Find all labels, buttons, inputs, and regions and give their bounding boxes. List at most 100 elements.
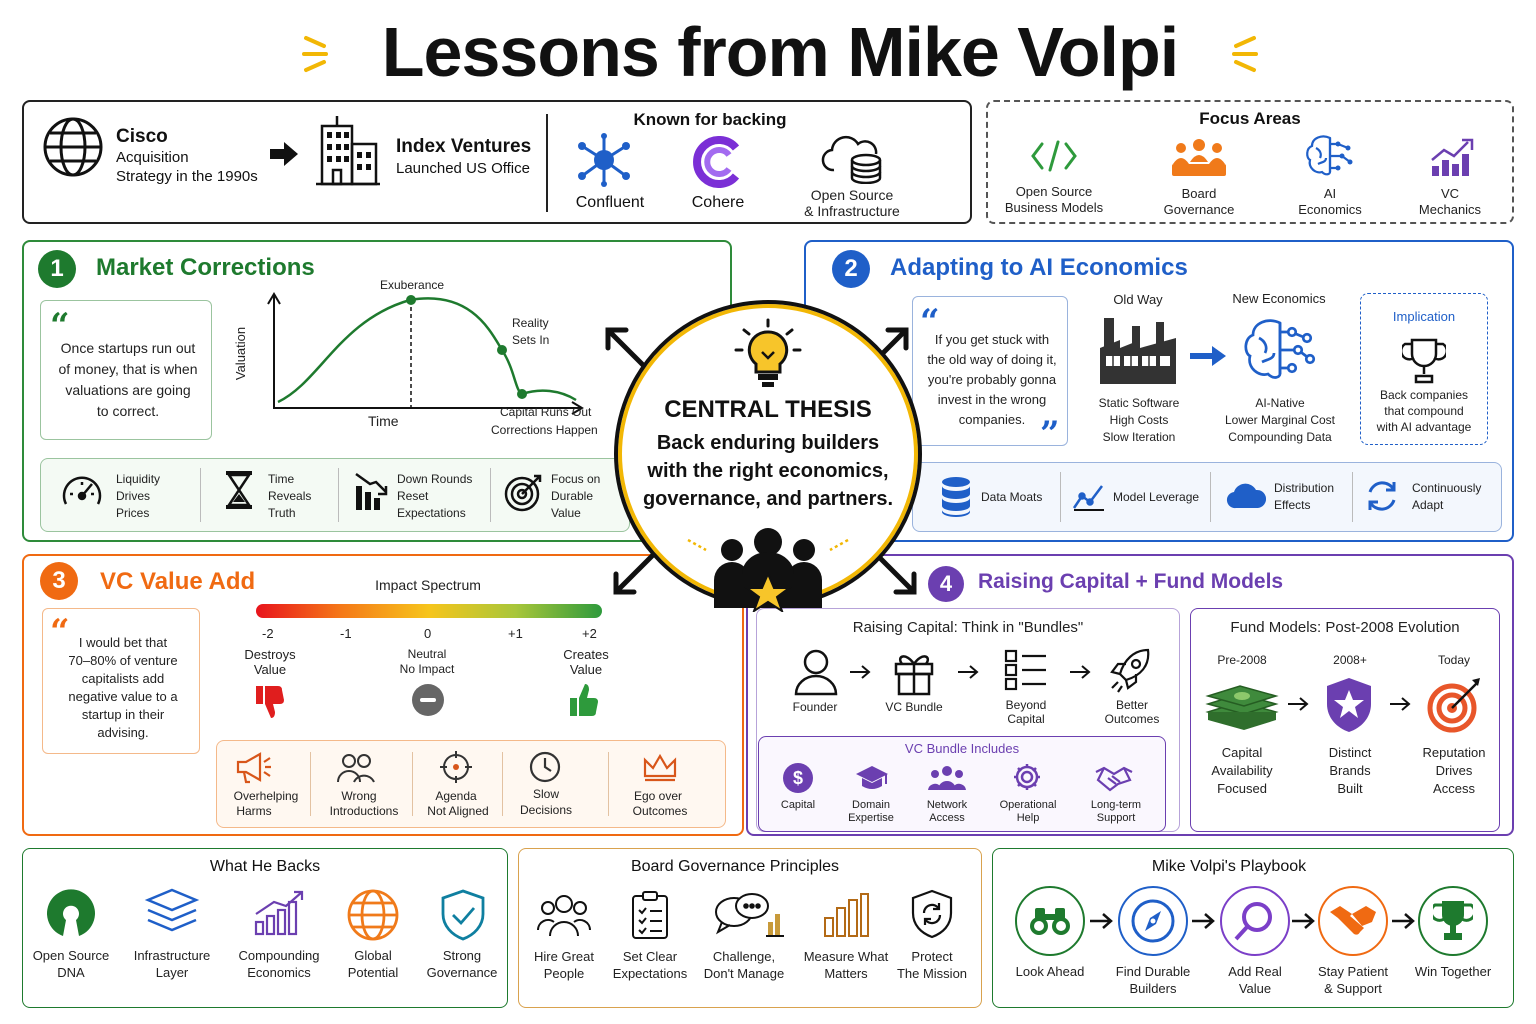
board-label: Don't Manage <box>703 966 785 981</box>
quote-mark-icon: “ <box>920 302 940 342</box>
vcb-label: Long-term <box>1090 799 1142 811</box>
spectrum-right-label: Creates <box>563 647 609 662</box>
board-label: People <box>543 966 585 981</box>
bundle-step: VC Bundle <box>885 700 943 714</box>
fund-col-head: 2008+ <box>1333 653 1367 667</box>
fund-line: Built <box>1337 781 1363 796</box>
implication-title: Implication <box>1392 309 1456 324</box>
divider <box>490 468 491 522</box>
vc-bundle-title: VC Bundle Includes <box>904 741 1020 756</box>
fund-col-head: Today <box>1437 653 1471 667</box>
playbook-title: Mike Volpi's Playbook <box>1151 858 1307 875</box>
implication-line: with AI advantage <box>1376 420 1472 434</box>
spectrum-left-label: Value <box>253 662 287 677</box>
clock-icon <box>528 750 562 784</box>
clipboard-checklist-icon <box>630 890 670 940</box>
thumbs-down-icon <box>254 684 286 720</box>
office-building-icon <box>314 112 382 186</box>
board-label: Set Clear <box>622 949 678 964</box>
focus-label: Mechanics <box>1418 202 1482 217</box>
fund-line: Focused <box>1217 781 1267 796</box>
quote-line: companies. <box>958 412 1026 427</box>
item-label: Value <box>551 506 581 520</box>
chart-runs-label: Capital Runs Out <box>500 405 592 419</box>
item-label: Harms <box>236 804 272 818</box>
implication-line: Back companies <box>1379 388 1469 402</box>
fund-line: Drives <box>1435 763 1473 778</box>
vcb-label: Access <box>929 812 965 824</box>
quote-line: capitalists add <box>81 671 165 686</box>
focus-label: Open Source <box>1015 184 1093 199</box>
item-label: Continuously <box>1412 481 1482 495</box>
new-economics-title: New Economics <box>1232 291 1326 306</box>
cloud-database-icon <box>820 132 886 184</box>
background-panel <box>40 300 212 440</box>
item-label: Focus on <box>551 472 601 486</box>
playbook-label: Win Together <box>1414 964 1492 979</box>
item-label: Drives <box>116 489 151 503</box>
arrow-right-icon <box>850 664 872 680</box>
arrow-right-icon <box>1192 912 1216 930</box>
old-line: Static Software <box>1098 396 1180 410</box>
item-label: Durable <box>551 489 594 503</box>
board-meeting-icon <box>1170 136 1228 178</box>
cloud-icon <box>1226 482 1266 510</box>
playbook-label: Add Real <box>1228 964 1282 979</box>
board-title: Board Governance Principles <box>630 858 840 875</box>
chart-ylabel: Valuation <box>233 326 249 381</box>
factory-icon <box>1098 314 1178 386</box>
title-spark-left-icon <box>298 30 332 78</box>
bundle-step: Outcomes <box>1104 712 1160 726</box>
spectrum-title: Impact Spectrum <box>375 577 481 593</box>
spectrum-right-label: Value <box>569 662 603 677</box>
divider <box>546 114 548 212</box>
thesis-line: with the right economics, <box>647 460 889 482</box>
playbook-circle <box>1015 886 1085 956</box>
quote-line: the old way of doing it, <box>927 352 1057 367</box>
crown-icon <box>642 752 678 782</box>
backs-label: Strong <box>442 948 482 963</box>
divider <box>1210 472 1211 522</box>
board-label: Hire Great <box>534 949 594 964</box>
arrow-right-icon <box>1190 344 1226 368</box>
bundle-step: Beyond <box>1005 698 1047 712</box>
quote-line: invest in the wrong <box>937 392 1047 407</box>
item-label: Expectations <box>397 506 466 520</box>
background-panel <box>912 462 1502 532</box>
oss-infra-label-2: & Infrastructure <box>804 203 900 219</box>
item-label: Decisions <box>519 803 573 817</box>
quote-line: negative value to a <box>68 689 178 704</box>
old-line: Slow Iteration <box>1102 430 1176 444</box>
arrow-right-icon <box>270 142 298 166</box>
quote-line: of money, that is when <box>58 361 198 377</box>
item-label: Model Leverage <box>1113 490 1200 504</box>
divider <box>1060 472 1061 522</box>
section-title: VC Value Add <box>100 568 256 595</box>
item-label: Reset <box>397 489 429 503</box>
compass-icon <box>1131 899 1175 943</box>
neutral-minus-icon <box>412 684 444 716</box>
spectrum-bar <box>256 604 602 618</box>
thesis-heading: CENTRAL THESIS <box>664 396 872 423</box>
item-label: Introductions <box>329 804 399 818</box>
item-label: Distribution <box>1274 481 1335 495</box>
person-icon <box>794 648 838 696</box>
people-icon <box>336 752 376 784</box>
fund-line: Access <box>1433 781 1475 796</box>
confluent-label: Confluent <box>575 194 645 211</box>
fund-line: Brands <box>1329 763 1371 778</box>
background-panel <box>518 848 982 1008</box>
background-panel <box>22 100 972 224</box>
divider <box>338 468 339 522</box>
chart-xlabel: Time <box>368 413 399 429</box>
playbook-label: & Support <box>1324 981 1382 996</box>
checklist-icon <box>1004 648 1048 692</box>
focus-label: VC <box>1440 186 1460 201</box>
board-label: Expectations <box>612 966 688 981</box>
index-title: Index Ventures <box>396 136 532 157</box>
backs-label: Open Source <box>32 948 110 963</box>
spectrum-left-label: Destroys <box>244 647 296 662</box>
model-leverage-icon <box>1072 480 1106 512</box>
playbook-label: Builders <box>1129 981 1177 996</box>
item-label: Wrong <box>341 789 377 803</box>
